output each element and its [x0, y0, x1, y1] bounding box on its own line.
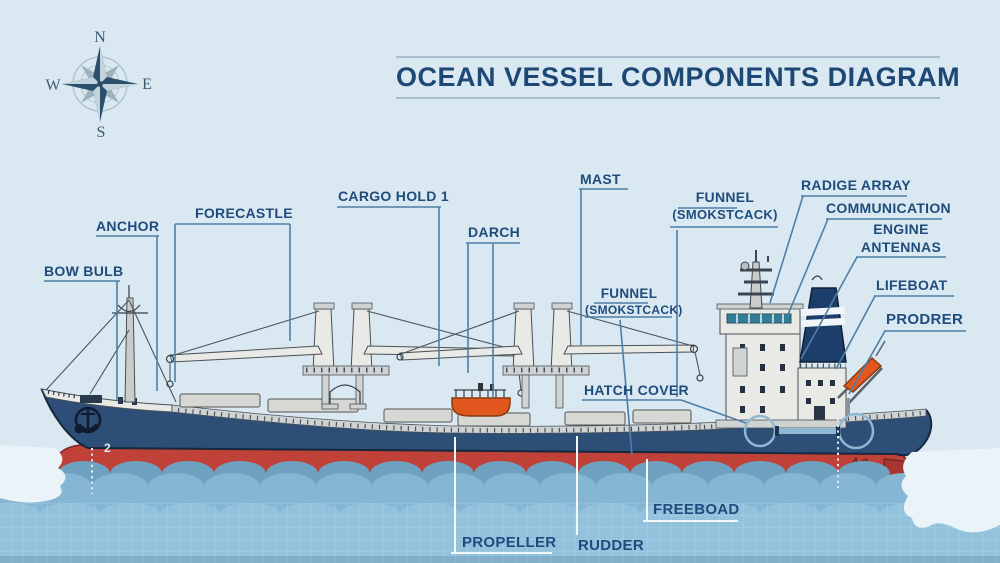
label-text: COMMUNICATION — [826, 200, 951, 216]
label-text-line2: (SMOKSTCACK) — [585, 302, 683, 317]
compass-rose: N E S W — [45, 29, 151, 141]
compass-n: N — [94, 29, 106, 46]
label-funnel-top: FUNNEL(SMOKSTCACK) — [669, 189, 781, 223]
label-cargo-hold: CARGO HOLD 1 — [338, 188, 449, 206]
compass-w: W — [45, 77, 61, 94]
foremast — [45, 285, 177, 403]
label-forecastle: FORECASTLE — [195, 205, 293, 223]
water — [0, 445, 1000, 563]
label-text: PRODRER — [886, 311, 964, 328]
label-propeller: PROPELLER — [462, 534, 556, 553]
title-rule-bottom — [396, 97, 940, 99]
radar-mast — [738, 250, 774, 309]
label-prodrer: PRODRER — [886, 311, 963, 330]
label-text: DARCH — [468, 224, 521, 240]
label-mast: MAST — [580, 171, 621, 189]
bow-foam — [0, 445, 66, 503]
label-text: FUNNEL — [695, 189, 755, 205]
label-text: FREEBOAD — [653, 501, 740, 518]
label-text: HATCH COVER — [584, 382, 689, 398]
label-bow-bulb: BOW BULB — [44, 263, 123, 281]
crane-1 — [165, 302, 525, 410]
hatch-covers — [179, 393, 692, 427]
label-text: BOW BULB — [44, 263, 124, 279]
label-text: FUNNEL — [600, 286, 658, 301]
label-rudder: RUDDER — [578, 537, 644, 556]
label-text: MAST — [580, 171, 621, 187]
crane-2 — [396, 302, 704, 409]
label-text-line2: ANTENNAS — [860, 238, 942, 255]
compass-s: S — [97, 124, 106, 141]
label-lifeboat: LIFEBOAT — [876, 277, 947, 295]
bow-draft-mark: 2 — [104, 441, 111, 455]
label-text: CARGO HOLD 1 — [338, 188, 449, 204]
label-text: PROPELLER — [462, 534, 557, 551]
stern-foam — [901, 448, 1000, 533]
label-text: RADIGE ARRAY — [801, 177, 911, 193]
windlass — [80, 395, 102, 403]
label-radige-array: RADIGE ARRAY — [801, 177, 911, 195]
superstructure-door — [732, 347, 748, 377]
compass-cardinal-points — [62, 46, 138, 122]
label-funnel-mid: FUNNEL(SMOKSTCACK) — [585, 286, 683, 318]
title-rule-top — [396, 56, 940, 58]
bridge-windows — [726, 313, 792, 324]
page-title: OCEAN VESSEL COMPONENTS DIAGRAM — [396, 62, 961, 92]
label-text-line2: (SMOKSTCACK) — [672, 206, 778, 222]
label-text: LIFEBOAT — [876, 277, 948, 293]
label-text: RUDDER — [578, 537, 644, 554]
label-communication: COMMUNICATION — [826, 200, 951, 218]
title-block: OCEAN VESSEL COMPONENTS DIAGRAM — [396, 56, 961, 99]
label-freeboad: FREEBOAD — [653, 501, 740, 520]
deck-workboat — [451, 383, 511, 417]
label-text: ANCHOR — [96, 218, 160, 234]
label-text: FORECASTLE — [195, 205, 293, 221]
compass-e: E — [142, 76, 152, 93]
anchor — [74, 406, 102, 434]
funnel — [799, 275, 847, 363]
label-hatch-cover: HATCH COVER — [584, 382, 689, 400]
label-text: ENGINE — [873, 221, 929, 237]
label-anchor: ANCHOR — [96, 218, 159, 236]
label-darch: DARCH — [468, 224, 520, 242]
